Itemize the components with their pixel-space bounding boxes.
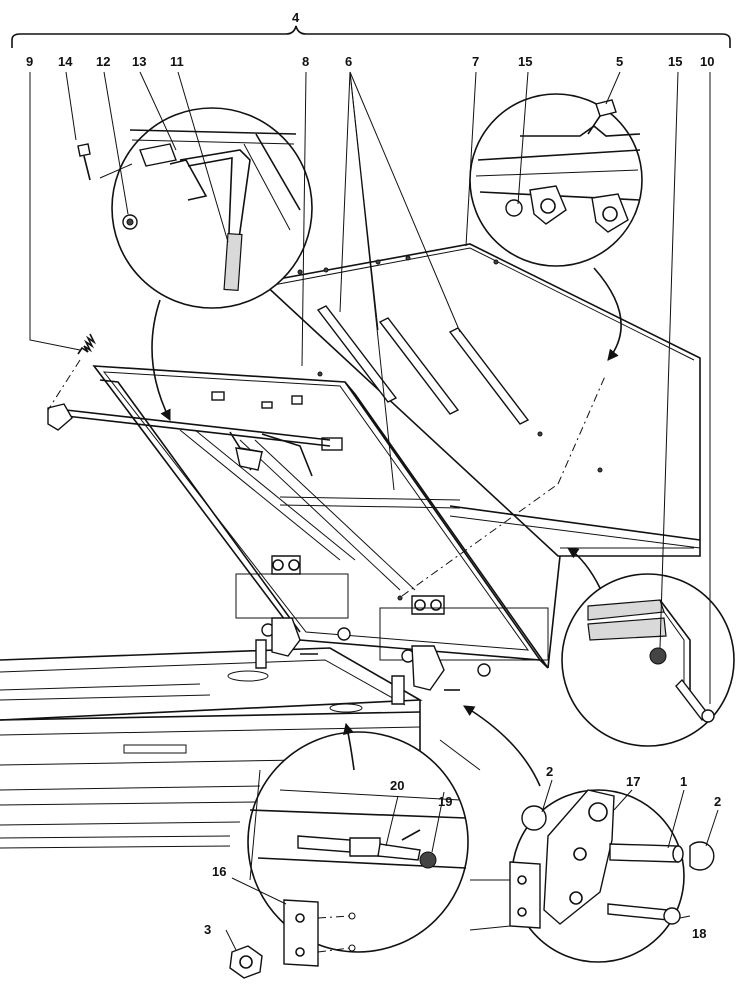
detail-latch-circle [77, 107, 313, 309]
lower-body [0, 647, 423, 849]
detail-bracket-circle [511, 789, 715, 963]
callout-7: 7 [472, 54, 479, 69]
latch-rod-assembly [47, 403, 331, 477]
tilt-panel [260, 243, 701, 557]
mounting-plate [283, 861, 541, 967]
nut [229, 945, 263, 979]
callout-6: 6 [345, 54, 352, 69]
detail-hinge-circle [469, 93, 643, 267]
callouts: 4 9 14 12 13 11 8 6 7 15 5 15 10 2 17 1 … [26, 10, 721, 941]
detail-corner-circle [561, 573, 735, 747]
callout-3: 3 [204, 922, 211, 937]
callout-14: 14 [58, 54, 73, 69]
callout-17: 17 [626, 774, 640, 789]
callout-5: 5 [616, 54, 623, 69]
callout-2-left: 2 [546, 764, 553, 779]
callout-16: 16 [212, 864, 226, 879]
leader-lines [29, 71, 719, 951]
callout-15-right: 15 [668, 54, 682, 69]
callout-10: 10 [700, 54, 714, 69]
callout-4: 4 [292, 10, 300, 25]
callout-1: 1 [680, 774, 687, 789]
callout-11: 11 [170, 54, 184, 69]
callout-18: 18 [692, 926, 706, 941]
assembly-bracket [11, 25, 731, 48]
spring [47, 333, 97, 411]
callout-9: 9 [26, 54, 33, 69]
callout-8: 8 [302, 54, 309, 69]
callout-15-top: 15 [518, 54, 532, 69]
callout-12: 12 [96, 54, 110, 69]
hinge-parts [255, 617, 491, 705]
callout-2-right: 2 [714, 794, 721, 809]
callout-19: 19 [438, 794, 452, 809]
callout-13: 13 [132, 54, 146, 69]
detail-pin-circle [247, 731, 469, 953]
callout-20: 20 [390, 778, 404, 793]
